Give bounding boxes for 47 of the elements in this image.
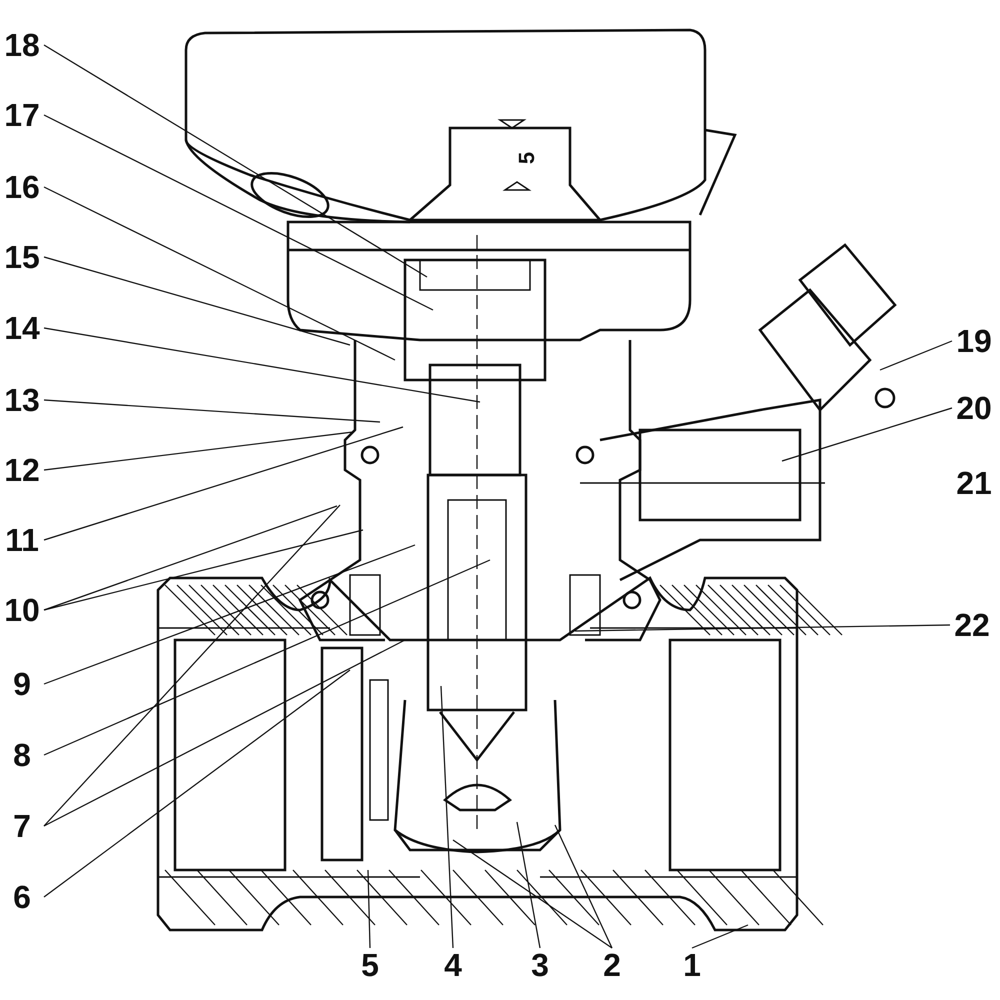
- callout-number: 14: [0, 311, 44, 345]
- callout-number: 1: [670, 948, 714, 982]
- leader-line: [44, 670, 350, 898]
- callout-number: 5: [348, 948, 392, 982]
- callout-number: 21: [956, 467, 992, 499]
- leader-line: [44, 399, 380, 423]
- leader-line: [575, 624, 950, 632]
- leader-line: [44, 504, 340, 826]
- callout-number: 12: [0, 453, 44, 487]
- callout-number: 22: [950, 608, 994, 642]
- callout-number: 2: [590, 948, 634, 982]
- callout-number: 9: [0, 667, 44, 701]
- callout-number: 18: [0, 28, 44, 62]
- leader-line: [692, 924, 748, 949]
- leader-line: [44, 327, 480, 403]
- leader-line: [44, 544, 416, 685]
- leader-line: [44, 639, 406, 827]
- leader-line: [452, 840, 612, 948]
- callout-number: 8: [0, 738, 44, 772]
- leader-line: [44, 431, 354, 471]
- dial-number: 5: [516, 152, 538, 164]
- leader-line: [44, 186, 396, 361]
- callout-number: 7: [0, 809, 44, 843]
- leader-line: [516, 822, 541, 948]
- callout-number: 13: [0, 383, 44, 417]
- leader-line: [44, 44, 428, 278]
- callout-number: 11: [0, 523, 44, 557]
- callout-number: 19: [952, 324, 996, 358]
- callout-number: 10: [0, 593, 44, 627]
- callout-number: 16: [0, 170, 44, 204]
- leader-line: [367, 870, 371, 948]
- leader-line: [782, 407, 952, 462]
- leader-line: [880, 340, 952, 371]
- leader-line: [554, 824, 613, 948]
- callout-number: 4: [431, 948, 475, 982]
- leader-line: [44, 529, 364, 611]
- callout-number: 15: [0, 240, 44, 274]
- leader-line: [44, 256, 350, 346]
- leader-line: [44, 426, 404, 541]
- callout-number: 17: [0, 98, 44, 132]
- callout-number: 20: [952, 391, 996, 425]
- leader-line: [44, 114, 434, 311]
- leader-line: [44, 559, 490, 756]
- leader-line: [440, 686, 454, 948]
- leader-line: [44, 505, 338, 611]
- callout-number: 3: [518, 948, 562, 982]
- callout-number: 6: [0, 880, 44, 914]
